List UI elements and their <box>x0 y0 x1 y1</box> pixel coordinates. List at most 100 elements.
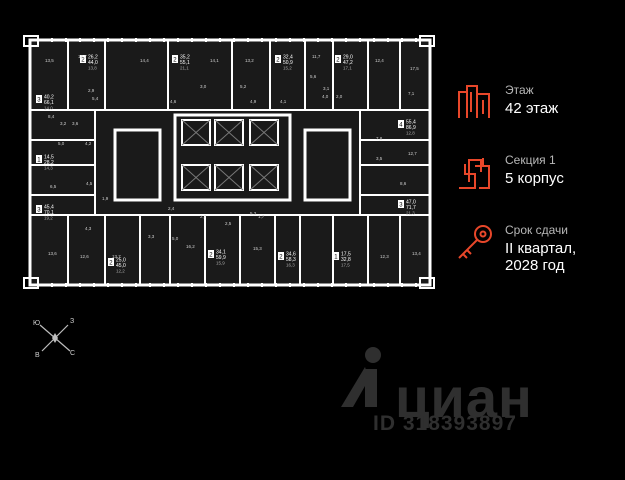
elevator-cross <box>214 164 244 191</box>
elevator-shaft <box>181 164 211 191</box>
compass-north: З <box>70 318 74 325</box>
apartment-kitchen: 17,1 <box>343 66 352 71</box>
apartment-total: 34,1 <box>216 250 226 256</box>
watermark: циан ID 318393897 <box>335 345 565 440</box>
rooms-badge <box>278 252 284 260</box>
room-area-label: 1,7 <box>258 214 265 219</box>
stair-left <box>113 128 162 202</box>
rooms-count: 2 <box>173 58 177 64</box>
room-area-label: 14,1 <box>210 58 219 63</box>
apartment-living: 70,1 <box>44 210 54 216</box>
rooms-badge <box>36 155 42 163</box>
rooms-count: 2 <box>279 255 283 261</box>
deadline-value-line1: II квартал, <box>505 240 577 257</box>
rooms-badge <box>172 55 178 63</box>
room-area-label: 5,3 <box>250 211 257 216</box>
section-value: 5 корпус <box>505 170 564 187</box>
apartment-living: 47,2 <box>343 60 353 66</box>
apartment-total: 40,2 <box>44 95 54 101</box>
rooms-badge <box>275 55 281 63</box>
elevator-shaft <box>249 119 279 146</box>
room-area-label: 17,5 <box>410 66 419 71</box>
room-area-label: 13,4 <box>412 251 421 256</box>
room-area-label: 3,1 <box>323 86 330 91</box>
apartment-living: 45,0 <box>116 263 126 269</box>
rooms-badge <box>36 95 42 103</box>
room-area-label: 5,2 <box>240 84 247 89</box>
apartment-kitchen: 14,0 <box>44 106 53 111</box>
room-area-label: 3,6 <box>72 121 79 126</box>
compass-west: Ю <box>33 320 40 327</box>
room-area-label: 4,9 <box>250 99 257 104</box>
rooms-count: 2 <box>81 58 85 64</box>
corner-notch <box>419 277 435 289</box>
apartment-total: 35,2 <box>180 55 190 61</box>
rooms-count: 3 <box>399 203 403 209</box>
section-icon <box>459 158 490 189</box>
watermark-brand: циан <box>395 366 533 429</box>
deadline-value-line2: 2028 год <box>505 257 565 274</box>
rooms-count: 2 <box>336 58 340 64</box>
room-area-label: 12,7 <box>408 151 417 156</box>
location-pin-icon <box>341 347 381 407</box>
floor-plan-walls <box>23 35 435 289</box>
apartment-living: 55,1 <box>180 60 190 66</box>
rooms-badge <box>36 205 42 213</box>
apartment-total: 17,5 <box>341 252 351 258</box>
room-area-label: 2,7 <box>200 214 207 219</box>
rooms-count: 2 <box>109 261 113 267</box>
apartment-living: 66,1 <box>44 100 54 106</box>
room-area-label: 6,5 <box>50 184 57 189</box>
room-area-label: 4,2 <box>85 141 92 146</box>
apartment-total: 45,4 <box>44 205 54 211</box>
apartment-kitchen: 12,8 <box>406 131 415 136</box>
apartment-living: 50,9 <box>283 60 293 66</box>
apartment-kitchen: 17,5 <box>341 263 350 268</box>
rooms-count: 1 <box>37 158 41 164</box>
apartment-kitchen: 21,1 <box>180 66 189 71</box>
compass-south: С <box>70 350 75 357</box>
apartment-total: 47,0 <box>406 200 416 206</box>
rooms-badge <box>208 250 214 258</box>
room-area-label: 8,4 <box>48 114 55 119</box>
compass-rose: Ю З В С <box>33 318 75 359</box>
rooms-count: 1 <box>334 255 338 261</box>
apartment-living: 58,3 <box>286 257 296 263</box>
room-area-label: 3,5 <box>376 156 383 161</box>
apartment-kitchen: 21,3 <box>406 211 415 216</box>
rooms-count: 4 <box>399 123 403 129</box>
room-area-label: 3,3 <box>148 234 155 239</box>
room-area-label: 2,4 <box>168 206 175 211</box>
rooms-badge <box>398 200 404 208</box>
apartment-living: 28,2 <box>44 160 54 166</box>
section-label: Секция 1 <box>505 153 556 167</box>
apartment-kitchen: 15,2 <box>283 66 292 71</box>
rooms-badge <box>335 55 341 63</box>
room-area-label: 13,6 <box>48 251 57 256</box>
room-area-label: 16,2 <box>186 244 195 249</box>
room-area-label: 1,9 <box>102 196 109 201</box>
rooms-count: 2 <box>209 253 213 259</box>
elevator-shaft <box>214 119 244 146</box>
room-area-label: 13,2 <box>245 58 254 63</box>
room-area-label: 11,7 <box>312 54 321 59</box>
elevator-shaft <box>181 119 211 146</box>
room-area-label: 5,0 <box>172 236 179 241</box>
apartment-total: 29,0 <box>343 55 353 61</box>
stair-right <box>303 128 352 202</box>
apartment-total: 14,5 <box>44 155 54 161</box>
apartment-kitchen: 15,9 <box>216 261 225 266</box>
room-area-label: 5,0 <box>58 141 65 146</box>
elevator-shaft <box>214 164 244 191</box>
room-area-label: 4,3 <box>85 226 92 231</box>
deadline-label: Срок сдачи <box>505 223 568 237</box>
